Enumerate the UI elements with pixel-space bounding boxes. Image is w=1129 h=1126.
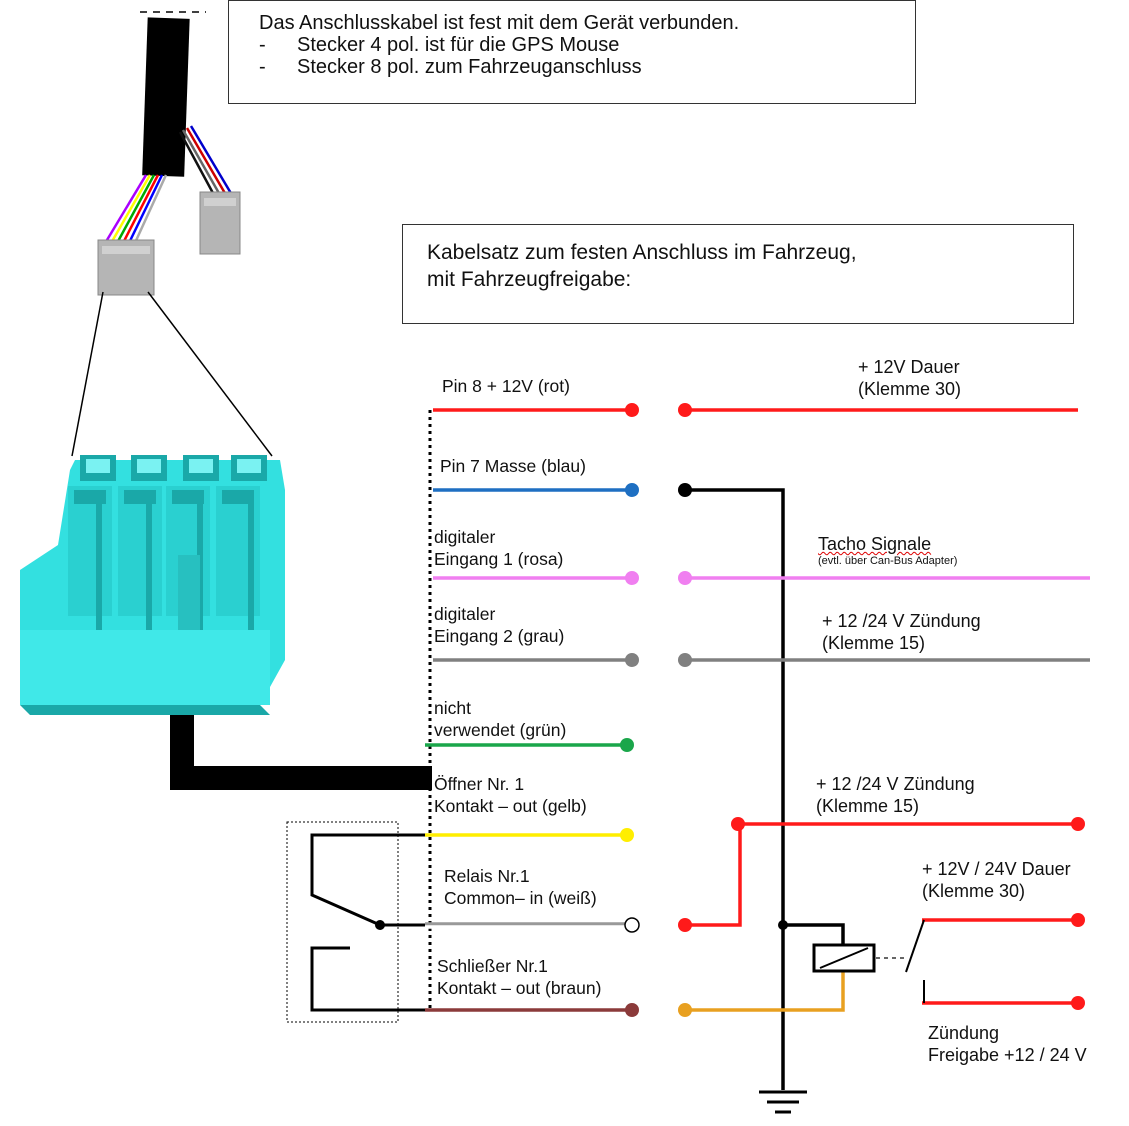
relay-coil-icon — [812, 943, 906, 973]
label-tacho: Tacho Signale(evtl. über Can-Bus Adapter… — [818, 534, 958, 567]
top-note-box: Das Anschlusskabel ist fest mit dem Gerä… — [228, 0, 916, 104]
wire-label-rot: Pin 8 + 12V (rot) — [442, 376, 570, 396]
label-zuendung-2: + 12 /24 V Zündung(Klemme 15) — [816, 774, 975, 816]
top-note-line: Das Anschlusskabel ist fest mit dem Gerä… — [259, 12, 740, 34]
connector-8pin-icon — [20, 455, 285, 715]
label-dauer: + 12V Dauer(Klemme 30) — [858, 357, 962, 399]
label-dauer-2: + 12V / 24V Dauer(Klemme 30) — [922, 859, 1071, 901]
kabelsatz-box: Kabelsatz zum festen Anschluss im Fahrze… — [402, 224, 1074, 324]
top-note-bullet: -Stecker 8 pol. zum Fahrzeuganschluss — [259, 56, 642, 78]
top-note-bullet: -Stecker 4 pol. ist für die GPS Mouse — [259, 34, 620, 56]
ground-icon — [759, 1090, 807, 1114]
wire-label-blau: Pin 7 Masse (blau) — [440, 456, 586, 476]
kabelsatz-line: mit Fahrzeugfreigabe: — [427, 268, 632, 291]
gps-connector-icon — [97, 17, 241, 296]
kabelsatz-line: Kabelsatz zum festen Anschluss im Fahrze… — [427, 241, 857, 264]
label-zuendung-1: + 12 /24 V Zündung(Klemme 15) — [822, 611, 981, 653]
switch-contact-icon — [286, 821, 425, 1023]
